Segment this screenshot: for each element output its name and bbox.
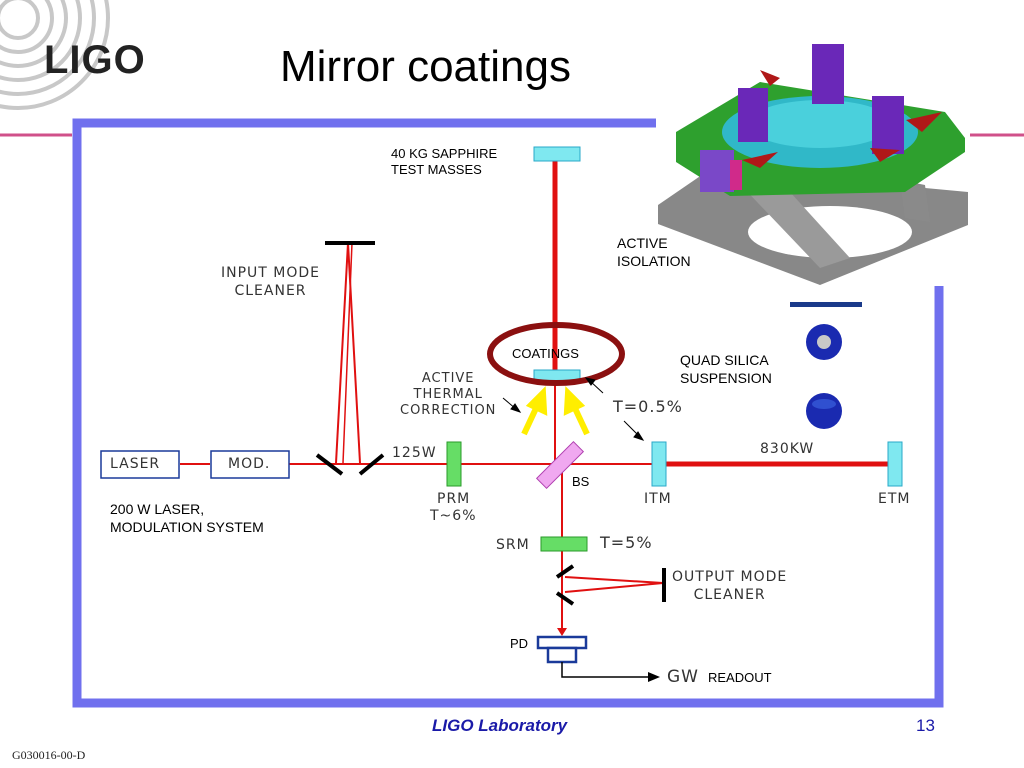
- imc-mirror-left: [315, 453, 344, 476]
- pd-arrowhead-icon: [557, 628, 567, 636]
- label-prm: PRM: [437, 491, 471, 507]
- footer-lab-name: LIGO Laboratory: [432, 716, 568, 735]
- suspension-picture: [790, 302, 862, 429]
- label-t-itm: T=0.5%: [613, 397, 683, 416]
- diagram-frame: [72, 118, 944, 708]
- etm-optic: [887, 441, 903, 487]
- page-number: 13: [916, 716, 935, 735]
- gw-readout-line: [561, 662, 650, 678]
- label-bs: BS: [572, 474, 590, 489]
- photodetector: [536, 635, 588, 664]
- pointer-arrows: [502, 377, 645, 441]
- label-active-isolation: ACTIVE ISOLATION: [617, 235, 691, 269]
- srm-optic: [540, 536, 588, 552]
- label-mod: MOD.: [228, 456, 271, 472]
- prm-optic: [446, 441, 462, 487]
- label-itm: ITM: [644, 491, 672, 507]
- label-test-masses: 40 KG SAPPHIRE TEST MASSES: [391, 146, 498, 177]
- gw-arrow-icon: [648, 672, 660, 682]
- beamsplitter-optic: [535, 440, 585, 490]
- page-title: Mirror coatings: [280, 42, 571, 91]
- label-input-mode-cleaner: INPUT MODE CLEANER: [221, 265, 321, 299]
- beam-omc: [564, 576, 664, 593]
- logo-swirl-icon: [0, 0, 110, 110]
- label-laser: LASER: [110, 456, 161, 472]
- label-t-srm: T=5%: [600, 533, 653, 552]
- label-t-prm: T~6%: [430, 508, 477, 524]
- isolation-platform-picture: [656, 28, 970, 286]
- label-quad-silica: QUAD SILICA SUSPENSION: [680, 352, 772, 386]
- test-mass-top: [533, 146, 581, 162]
- omc-mirror-top: [555, 564, 575, 579]
- label-active-thermal: ACTIVE THERMAL CORRECTION: [400, 371, 497, 418]
- label-gw: GW: [667, 667, 699, 687]
- mod-box: [210, 450, 290, 479]
- label-etm: ETM: [878, 491, 911, 507]
- label-coatings: COATINGS: [512, 346, 579, 361]
- label-srm: SRM: [496, 537, 530, 553]
- imc-mirror-right: [358, 453, 385, 476]
- itm-optic: [651, 441, 667, 487]
- document-id: G030016-00-D: [12, 748, 86, 762]
- laser-box: [100, 450, 180, 479]
- label-power-830: 830KW: [760, 441, 815, 457]
- label-power-125: 125W: [392, 445, 437, 461]
- label-output-mode-cleaner: OUTPUT MODE CLEANER: [672, 569, 788, 603]
- beam-imc-inner: [342, 242, 353, 464]
- omc-mirror-bottom: [555, 591, 575, 606]
- coatings-highlight-ring: [487, 322, 625, 386]
- label-pd: PD: [510, 636, 529, 651]
- thermal-arrows: [521, 386, 590, 436]
- label-laser-system: 200 W LASER, MODULATION SYSTEM: [110, 501, 264, 535]
- label-readout: READOUT: [708, 670, 772, 685]
- logo-text: LIGO: [44, 38, 146, 82]
